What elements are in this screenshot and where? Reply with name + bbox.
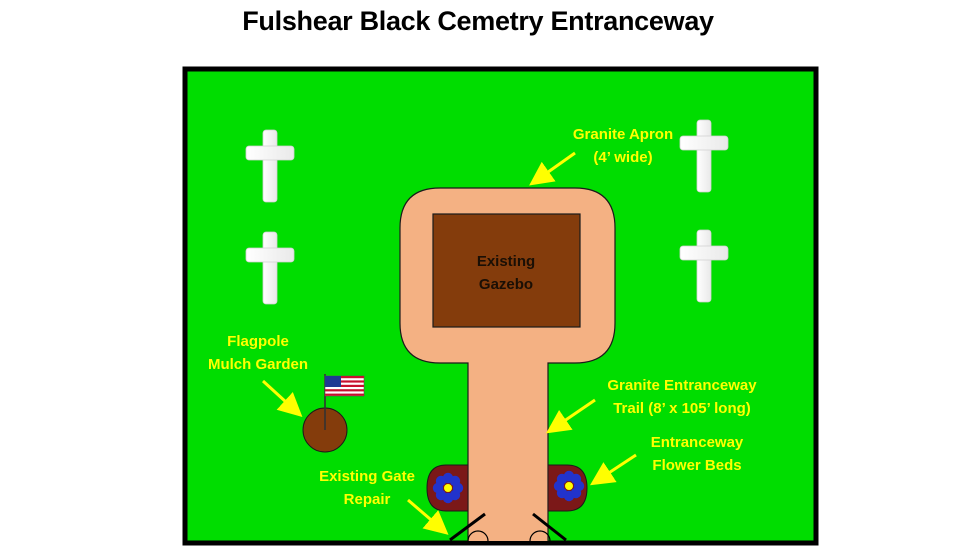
flower-icon [553,470,585,502]
flagpole-label-line2: Mulch Garden [208,356,308,373]
gazebo-label-line2: Gazebo [479,276,533,293]
trail-label-line2: Trail (8’ x 105’ long) [613,400,751,417]
flower-icon [432,472,464,504]
arrow-flagpole [261,379,303,418]
flower-bed-right [547,464,588,512]
arrow-granite-apron [529,151,576,186]
arrow-flower-beds [589,453,637,486]
us-flag-icon [324,375,365,397]
cross-icon [679,119,729,193]
gate-label-line1: Existing Gate [319,468,415,485]
granite-apron-label-line2: (4’ wide) [593,149,652,166]
flower-beds-label-line2: Flower Beds [652,457,741,474]
granite-apron-label-line1: Granite Apron [573,126,673,143]
existing-gazebo [432,213,581,328]
cross-icon [245,129,295,203]
flower-bed-left [426,464,469,512]
flagpole-label-line1: Flagpole [227,333,289,350]
trail-label-line1: Granite Entranceway [607,377,757,394]
diagram-title: Fulshear Black Cemetry Entranceway [242,6,714,36]
arrow-gate [407,498,449,535]
gate-label-line2: Repair [344,491,391,508]
existing-gate [449,512,567,541]
cross-icon [679,229,729,303]
cross-icon [245,231,295,305]
flower-beds-label-line1: Entranceway [651,434,744,451]
arrow-trail [546,398,596,434]
gazebo-label-line1: Existing [477,253,535,270]
